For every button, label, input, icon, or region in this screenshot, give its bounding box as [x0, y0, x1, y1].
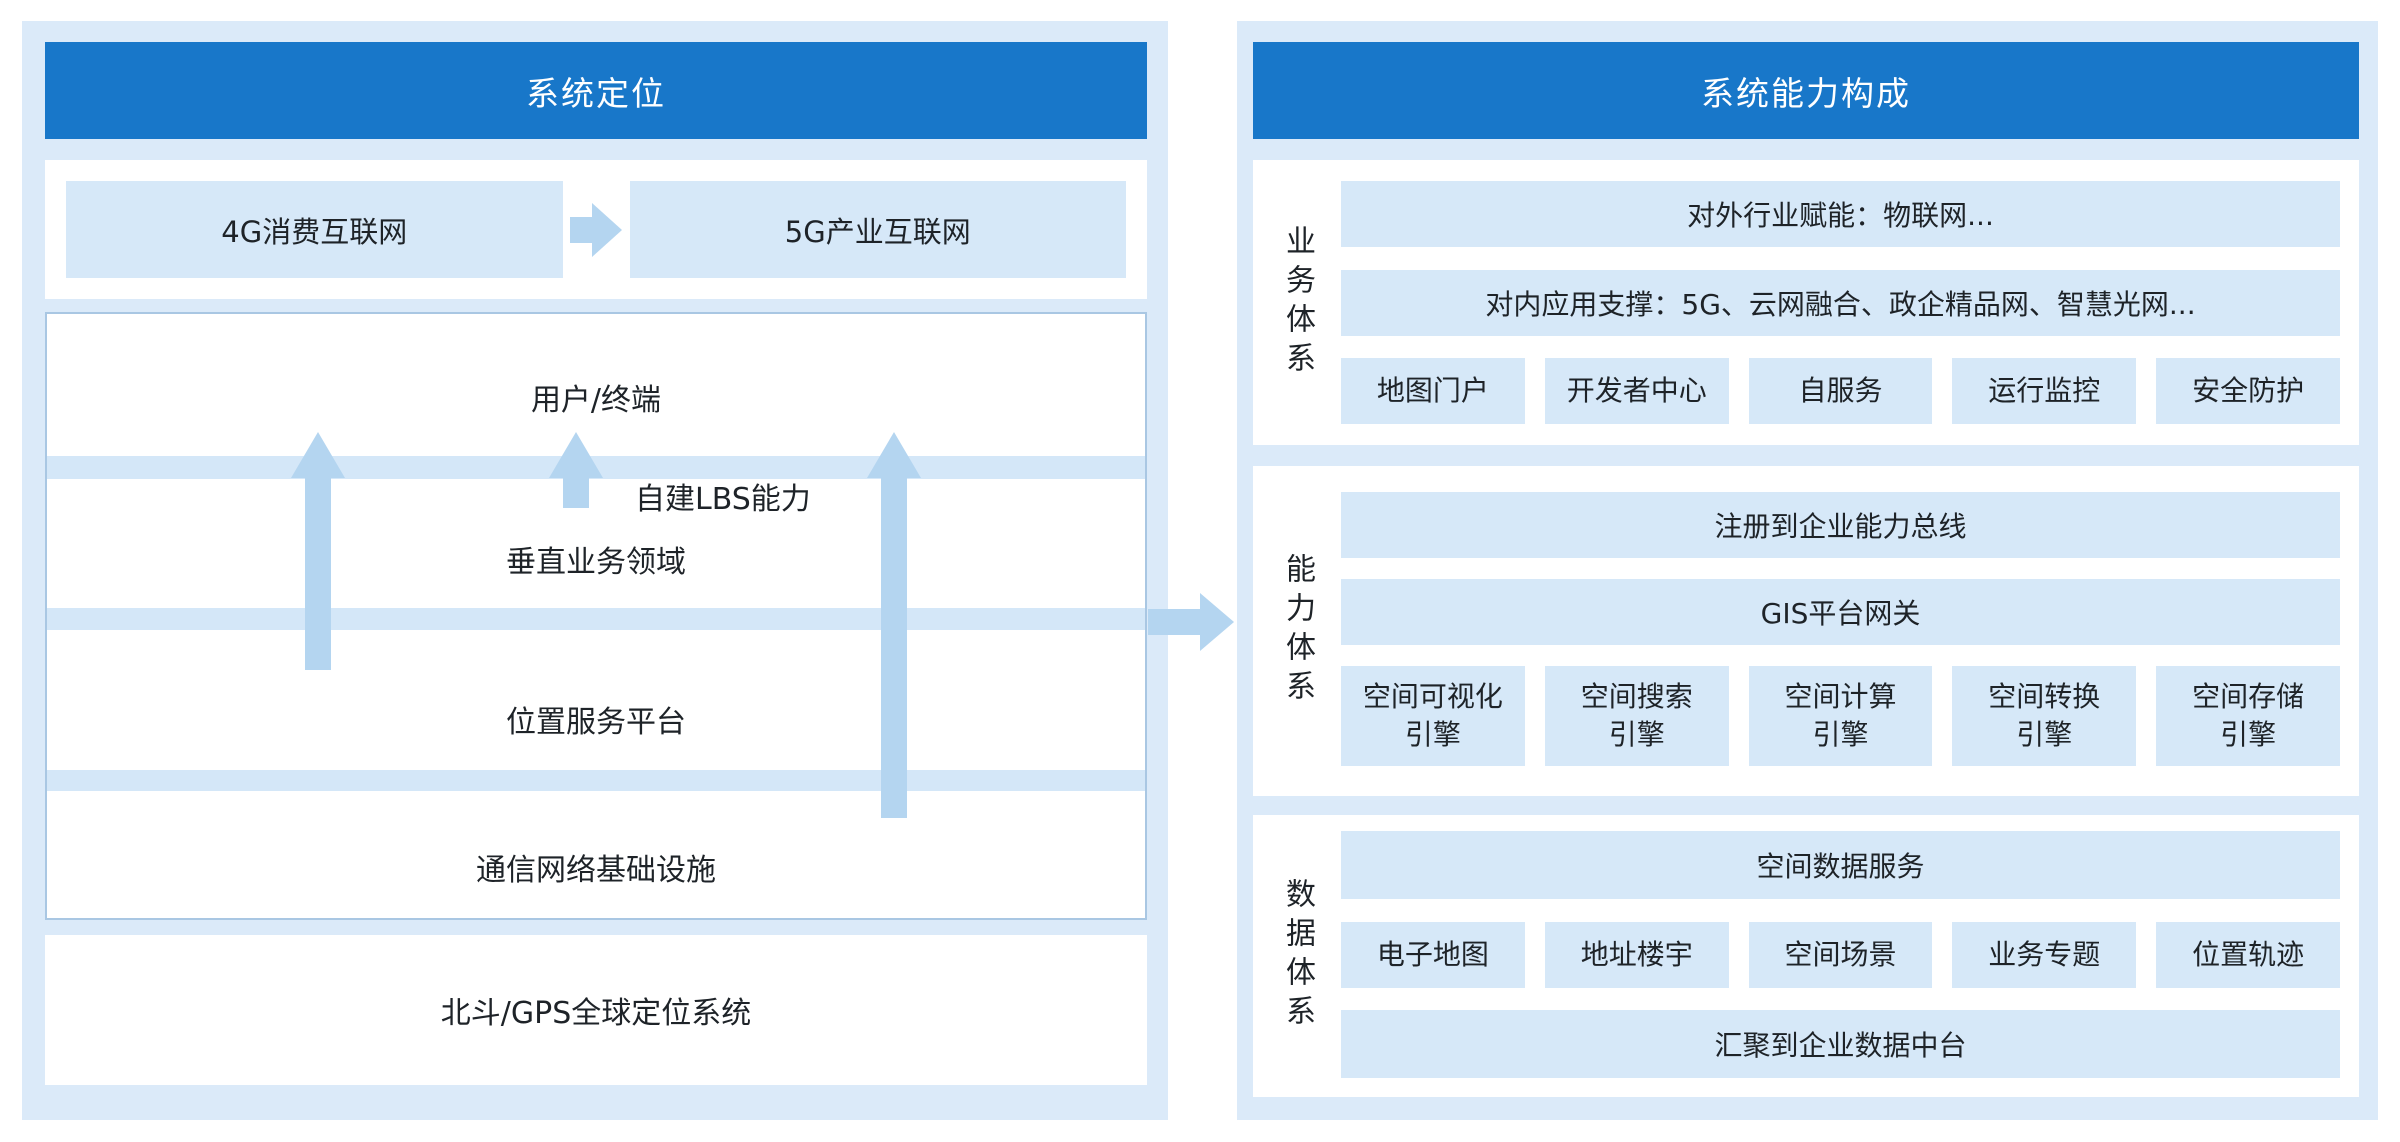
up-arrow-icon-right [867, 432, 921, 818]
data-system-section: 数据体系 空间数据服务 电子地图 地址楼宇 空间场景 业务专题 位置轨迹 汇聚到… [1253, 815, 2359, 1097]
capability-system-section: 能力体系 注册到企业能力总线 GIS平台网关 空间可视化 引擎 空间搜索 引擎 … [1253, 466, 2359, 796]
chip-map-portal: 地图门户 [1341, 358, 1525, 424]
arrow-head [549, 432, 603, 478]
engine-chip-row: 空间可视化 引擎 空间搜索 引擎 空间计算 引擎 空间转换 引擎 空间存储 引擎 [1341, 666, 2340, 766]
chip-electronic-map: 电子地图 [1341, 921, 1525, 988]
chip-self-service: 自服务 [1748, 358, 1933, 424]
layer-stack-box: 用户/终端 自建LBS能力 垂直业务领域 位置服务平台 通信网络基础设施 [45, 312, 1147, 920]
chip-business-topic: 业务专题 [1952, 921, 2137, 988]
panel-link-arrow-icon [1148, 593, 1234, 651]
data-chip-row: 电子地图 地址楼宇 空间场景 业务专题 位置轨迹 [1341, 921, 2340, 988]
arrow-shaft [305, 478, 331, 670]
internal-support-bar: 对内应用支撑：5G、云网融合、政企精品网、智慧光网... [1341, 269, 2340, 336]
evolution-4g-box: 4G消费互联网 [66, 181, 563, 278]
arrow-head [291, 432, 345, 478]
chip-operation-monitoring: 运行监控 [1952, 358, 2137, 424]
layer-user-terminal: 用户/终端 [530, 383, 662, 418]
system-positioning-panel: 系统定位 4G消费互联网 5G产业互联网 用户/终端 自建LBS能力 垂直业务领… [22, 21, 1168, 1120]
layer-location-platform: 位置服务平台 [506, 705, 686, 740]
chip-developer-center: 开发者中心 [1544, 358, 1729, 424]
business-system-label: 业务体系 [1280, 224, 1315, 381]
divider-band-bottom [47, 770, 1145, 791]
evolution-5g-box: 5G产业互联网 [629, 181, 1126, 278]
arrow-shaft [570, 216, 592, 243]
business-chip-row: 地图门户 开发者中心 自服务 运行监控 安全防护 [1341, 358, 2340, 424]
chip-security-protection: 安全防护 [2156, 358, 2340, 424]
chip-transform-engine: 空间转换 引擎 [1952, 666, 2137, 766]
business-system-content: 对外行业赋能：物联网... 对内应用支撑：5G、云网融合、政企精品网、智慧光网.… [1341, 160, 2340, 445]
system-capability-panel: 系统能力构成 业务体系 对外行业赋能：物联网... 对内应用支撑：5G、云网融合… [1237, 21, 2378, 1120]
chip-address-building: 地址楼宇 [1544, 921, 1729, 988]
arrow-head [592, 202, 622, 257]
data-system-content: 空间数据服务 电子地图 地址楼宇 空间场景 业务专题 位置轨迹 汇聚到企业数据中… [1341, 815, 2340, 1097]
chip-spatial-scene: 空间场景 [1748, 921, 1933, 988]
arrow-shaft [881, 478, 907, 818]
chip-location-track: 位置轨迹 [2156, 921, 2340, 988]
gps-foundation-box: 北斗/GPS全球定位系统 [45, 935, 1147, 1085]
data-middle-platform-bar: 汇聚到企业数据中台 [1341, 1010, 2340, 1078]
chip-computing-engine: 空间计算 引擎 [1748, 666, 1933, 766]
up-arrow-icon-middle [549, 432, 603, 508]
chip-visualization-engine: 空间可视化 引擎 [1341, 666, 1525, 766]
evolution-box: 4G消费互联网 5G产业互联网 [45, 160, 1147, 299]
spatial-data-service-bar: 空间数据服务 [1341, 831, 2340, 899]
capability-system-content: 注册到企业能力总线 GIS平台网关 空间可视化 引擎 空间搜索 引擎 空间计算 … [1341, 466, 2340, 796]
divider-band-middle [47, 608, 1145, 630]
label-self-built-lbs: 自建LBS能力 [635, 482, 811, 517]
chip-storage-engine: 空间存储 引擎 [2156, 666, 2340, 766]
arrow-head [867, 432, 921, 478]
gis-gateway-bar: GIS平台网关 [1341, 579, 2340, 645]
external-enablement-bar: 对外行业赋能：物联网... [1341, 181, 2340, 247]
arrow-head [1200, 593, 1234, 651]
right-arrow-icon [563, 202, 630, 257]
arrow-shaft [563, 478, 589, 508]
up-arrow-icon-left [291, 432, 345, 670]
layer-vertical-business: 垂直业务领域 [506, 545, 686, 580]
chip-search-engine: 空间搜索 引擎 [1544, 666, 1729, 766]
business-system-section: 业务体系 对外行业赋能：物联网... 对内应用支撑：5G、云网融合、政企精品网、… [1253, 160, 2359, 445]
left-panel-title: 系统定位 [45, 42, 1147, 139]
arrow-shaft [1148, 609, 1200, 635]
layer-network-infrastructure: 通信网络基础设施 [476, 853, 716, 888]
capability-system-label: 能力体系 [1280, 553, 1315, 709]
right-panel-title: 系统能力构成 [1253, 42, 2359, 139]
data-system-label: 数据体系 [1280, 878, 1315, 1034]
capability-bus-bar: 注册到企业能力总线 [1341, 492, 2340, 558]
